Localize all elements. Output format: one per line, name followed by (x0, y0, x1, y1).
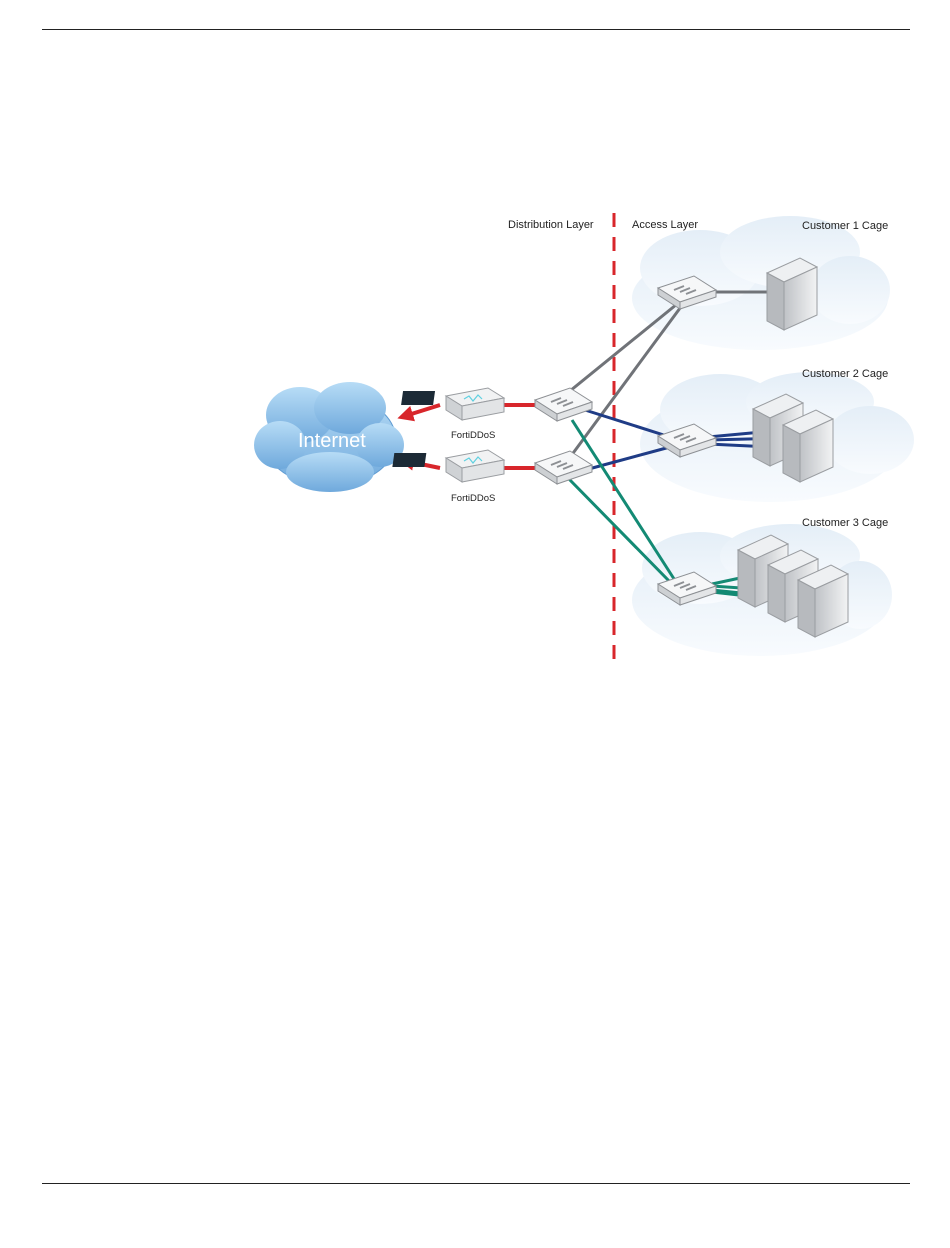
customer2-cage-label: Customer 2 Cage (802, 368, 888, 380)
internet-label: Internet (298, 430, 366, 452)
access-layer-label: Access Layer (632, 219, 698, 231)
internet-cloud: Internet (254, 382, 404, 492)
distribution-switch-bottom (535, 451, 592, 484)
distribution-switch-top (535, 388, 592, 421)
customer3-cage-label: Customer 3 Cage (802, 517, 888, 529)
fortiddos-bottom-label: FortiDDoS (451, 493, 495, 504)
distribution-layer-label: Distribution Layer (508, 219, 594, 231)
customer1-cage-cloud (632, 216, 890, 350)
fortiddos-appliance-top: FortiDDoS (401, 388, 504, 441)
fortiddos-top-label: FortiDDoS (451, 430, 495, 441)
customer1-cage-label: Customer 1 Cage (802, 220, 888, 232)
fortiddos-appliance-bottom: FortiDDoS (392, 450, 504, 504)
